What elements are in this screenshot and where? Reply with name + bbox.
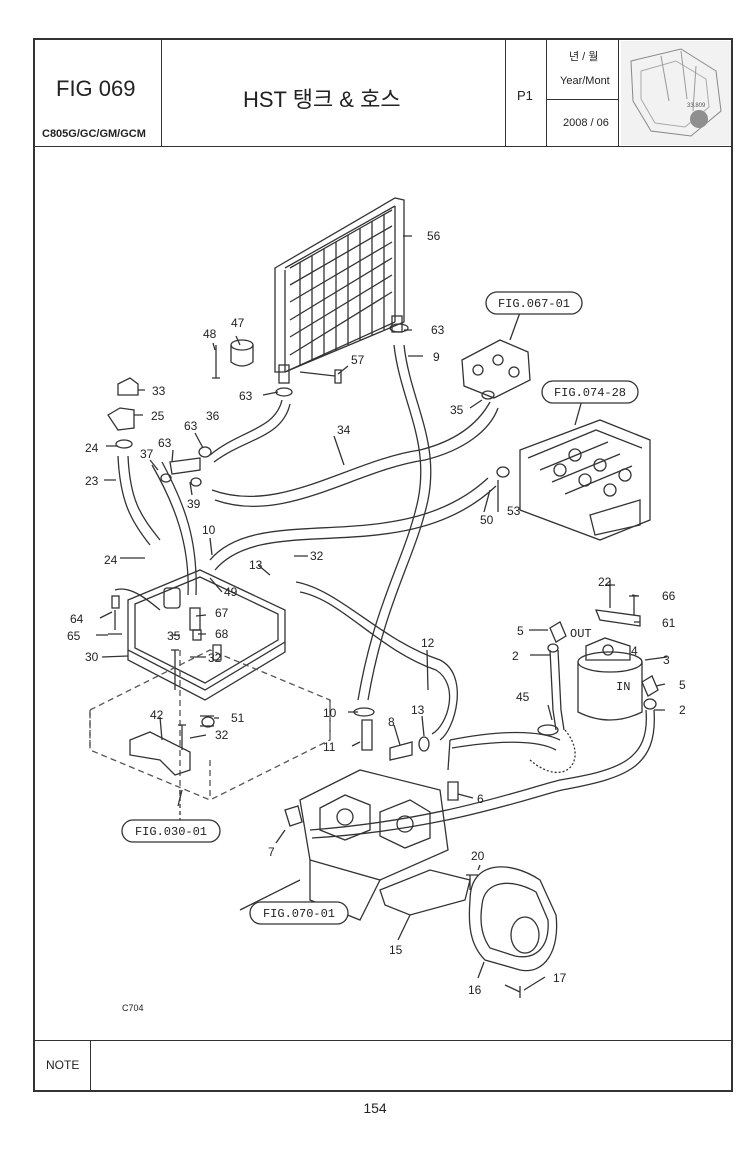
svg-text:33.809: 33.809 (687, 103, 706, 109)
reference-label: FIG.074-28 (554, 386, 626, 400)
date-label-english: Year/Mont (560, 75, 610, 87)
machine-thumbnail: 33.809 (621, 41, 731, 145)
reference-tag (541, 380, 639, 404)
page-code: P1 (517, 88, 533, 103)
part-label: 15 (389, 943, 403, 957)
part-label: 42 (150, 708, 164, 722)
part-label: 45 (516, 690, 530, 704)
part-label: 33 (152, 384, 166, 398)
part-label: 66 (662, 589, 676, 603)
part-label: 64 (70, 612, 84, 626)
pump-illustration (284, 769, 449, 921)
filter-illustration (549, 621, 659, 721)
header-divider (161, 38, 162, 146)
part-label: 61 (662, 616, 676, 630)
part-labels: 56 63 9 47 48 57 63 33 25 36 63 34 24 63… (67, 229, 686, 997)
date-label-korean: 년 / 월 (569, 51, 599, 63)
part-label: 13 (411, 703, 425, 717)
part-label: 47 (231, 316, 245, 330)
part-label: 6 (477, 792, 484, 806)
part-label: 32 (208, 651, 222, 665)
page-number: 154 (363, 1100, 387, 1116)
figure-number: FIG 069 (56, 76, 136, 101)
part-label: 2 (512, 649, 519, 663)
part-label: 10 (323, 706, 337, 720)
header-divider (505, 38, 506, 146)
reference-tag (249, 901, 349, 925)
drawing-code: C704 (122, 1003, 144, 1013)
header-divider (546, 38, 547, 146)
part-label: 63 (431, 323, 445, 337)
part-label: 36 (206, 409, 220, 423)
part-label: 3 (663, 653, 670, 667)
part-label: 57 (351, 353, 365, 367)
valve-bank-illustration (519, 419, 651, 541)
part-label: 48 (203, 327, 217, 341)
header-bottom-line (33, 146, 733, 147)
part-label: 12 (421, 636, 435, 650)
part-label: 32 (215, 728, 229, 742)
part-label: 34 (337, 423, 351, 437)
part-label: 5 (517, 624, 524, 638)
part-label: 25 (151, 409, 165, 423)
part-label: 68 (215, 627, 229, 641)
part-label: 13 (249, 558, 263, 572)
oil-cooler-illustration (274, 197, 405, 384)
part-label: 17 (553, 971, 567, 985)
part-label: 24 (104, 553, 118, 567)
part-label: 63 (239, 389, 253, 403)
part-label: 9 (433, 350, 440, 364)
part-label: 53 (507, 504, 521, 518)
note-label: NOTE (46, 1058, 80, 1072)
part-label: 4 (631, 644, 638, 658)
part-label: 67 (215, 606, 229, 620)
part-label: 56 (427, 229, 441, 243)
cover-illustration (468, 866, 558, 972)
part-label: 50 (480, 513, 494, 527)
model-list: C805G/GC/GM/GCM (42, 128, 146, 140)
part-label: 7 (268, 845, 275, 859)
part-label: 32 (310, 549, 324, 563)
page-title: HST 탱크 & 호스 (243, 87, 401, 112)
part-label: 65 (67, 629, 81, 643)
part-label: 51 (231, 711, 245, 725)
part-label: 37 (140, 447, 154, 461)
part-label: 30 (85, 650, 99, 664)
header-divider (618, 38, 619, 146)
part-label: 10 (202, 523, 216, 537)
part-label: 23 (85, 474, 99, 488)
page-frame (33, 38, 733, 1092)
reference-tag (121, 819, 221, 843)
part-label: 11 (323, 740, 336, 754)
part-label: 5 (679, 678, 686, 692)
part-label: 39 (187, 497, 201, 511)
date-value: 2008 / 06 (563, 117, 609, 129)
part-label: 63 (184, 419, 198, 433)
part-label: 22 (598, 575, 612, 589)
hst-tank-illustration (108, 569, 286, 701)
part-label: 8 (388, 715, 395, 729)
part-label: 2 (679, 703, 686, 717)
port-label-out: OUT (570, 627, 592, 641)
header-divider (546, 99, 618, 100)
control-valve-illustration (461, 339, 531, 400)
reference-label: FIG.067-01 (498, 297, 570, 311)
port-label-in: IN (616, 680, 630, 694)
part-label: 35 (167, 629, 181, 643)
reference-label: FIG.070-01 (263, 907, 335, 921)
part-label: 63 (158, 436, 172, 450)
reference-label: FIG.030-01 (135, 825, 207, 839)
reference-tag (485, 291, 583, 315)
part-label: 24 (85, 441, 99, 455)
part-label: 20 (471, 849, 485, 863)
reference-tags: FIG.067-01 FIG.074-28 FIG.030-01 FIG.070… (121, 291, 639, 925)
note-divider (90, 1040, 91, 1092)
part-label: 35 (450, 403, 464, 417)
part-label: 49 (224, 585, 238, 599)
note-top-line (33, 1040, 733, 1041)
part-label: 16 (468, 983, 482, 997)
